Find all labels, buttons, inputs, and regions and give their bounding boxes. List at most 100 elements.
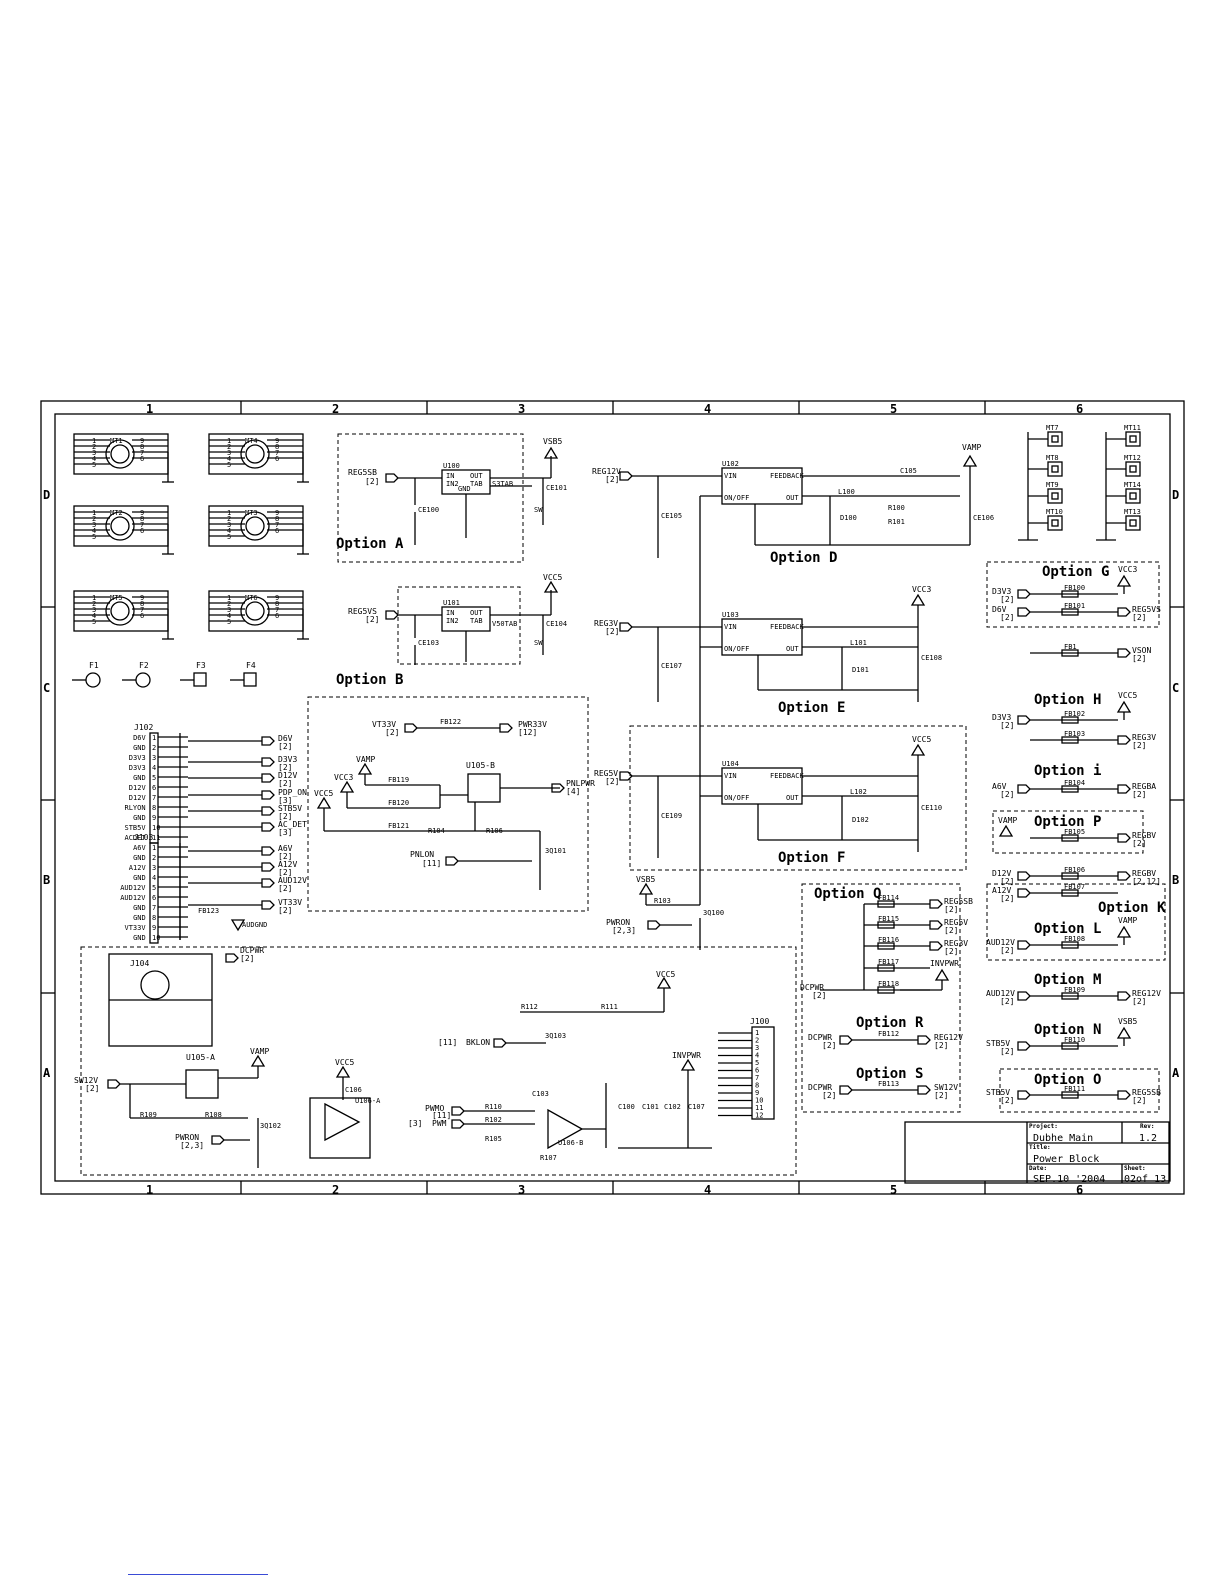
- svg-text:8: 8: [275, 515, 279, 523]
- mount-mt3: MT3: [245, 509, 258, 517]
- zone-row-right-A: A: [1172, 1066, 1180, 1080]
- svg-text:10: 10: [152, 824, 160, 832]
- svg-text:6: 6: [755, 1067, 759, 1075]
- svg-text:9: 9: [275, 437, 279, 445]
- svg-text:CE107: CE107: [661, 662, 682, 670]
- mount-mt11: MT11: [1124, 424, 1141, 432]
- svg-text:S3TAB: S3TAB: [492, 480, 513, 488]
- svg-text:R102: R102: [485, 1116, 502, 1124]
- svg-text:2: 2: [152, 854, 156, 862]
- svg-text:VCC3: VCC3: [334, 773, 353, 782]
- zone-col-top-2: 2: [332, 402, 339, 416]
- zone-col-top-4: 4: [704, 402, 711, 416]
- mount-mt5: MT5: [110, 594, 123, 602]
- svg-text:3: 3: [152, 754, 156, 762]
- svg-text:L102: L102: [850, 788, 867, 796]
- svg-text:[3]: [3]: [278, 796, 292, 805]
- svg-text:7: 7: [275, 521, 279, 529]
- svg-text:BKLON: BKLON: [466, 1038, 490, 1047]
- svg-text:8: 8: [140, 443, 144, 451]
- pnlpwr-block: VT33V [2] FB122 PWR33V [12] VAMP VCC3 VC…: [307, 696, 595, 912]
- svg-text:[12]: [12]: [518, 728, 537, 737]
- svg-text:FB114: FB114: [878, 894, 899, 902]
- svg-text:J103: J103: [134, 833, 153, 842]
- svg-text:VIN: VIN: [724, 772, 737, 780]
- svg-text:J102: J102: [134, 723, 153, 732]
- svg-text:4: 4: [227, 527, 231, 535]
- right-in-12: STB5V: [986, 1088, 1010, 1097]
- zone-row-left-B: B: [43, 873, 50, 887]
- dc-input-block: J104 DCPWR [2] SW12V [2] U105-A VAMP R10…: [74, 946, 797, 1176]
- mount-mt6: MT6: [245, 594, 258, 602]
- svg-text:FB123: FB123: [198, 907, 219, 915]
- svg-text:OUT: OUT: [786, 645, 799, 653]
- svg-text:[2]: [2]: [1132, 654, 1146, 663]
- svg-text:[2,12]: [2,12]: [1132, 877, 1161, 886]
- svg-text:2: 2: [92, 600, 96, 608]
- svg-text:FB108: FB108: [1064, 935, 1085, 943]
- svg-text:FB102: FB102: [1064, 710, 1085, 718]
- svg-text:IN: IN: [446, 609, 454, 617]
- svg-text:[2]: [2]: [278, 742, 292, 751]
- svg-text:2: 2: [92, 515, 96, 523]
- svg-text:[2]: [2]: [822, 1041, 836, 1050]
- svg-text:1: 1: [755, 1029, 759, 1037]
- mount-mt9: MT9: [1046, 481, 1059, 489]
- svg-text:GND: GND: [133, 744, 146, 752]
- svg-text:REG5VS: REG5VS: [348, 607, 377, 616]
- svg-text:1: 1: [152, 844, 156, 852]
- svg-text:PWR33V: PWR33V: [518, 720, 547, 729]
- svg-text:R107: R107: [540, 1154, 557, 1162]
- sheet-label: Sheet:: [1124, 1165, 1146, 1172]
- j102-out-1: D3V3: [278, 755, 297, 764]
- mount-mt10: MT10: [1046, 508, 1063, 516]
- svg-text:AUDGND: AUDGND: [242, 921, 267, 929]
- svg-text:6: 6: [140, 612, 144, 620]
- svg-text:8: 8: [755, 1082, 759, 1090]
- svg-text:[2]: [2]: [944, 926, 958, 935]
- option-q-label: Option Q: [814, 886, 881, 902]
- svg-text:C107: C107: [688, 1103, 705, 1111]
- fuse-f4: F4: [246, 661, 256, 670]
- svg-text:[3]: [3]: [278, 828, 292, 837]
- option-m-label: Option M: [1034, 972, 1101, 988]
- svg-text:3: 3: [755, 1044, 759, 1052]
- option-h-label: Option H: [1034, 692, 1101, 708]
- svg-text:[2]: [2]: [365, 615, 379, 624]
- svg-text:U106-A: U106-A: [355, 1097, 381, 1105]
- mount-mt7: MT7: [1046, 424, 1059, 432]
- svg-text:R103: R103: [654, 897, 671, 905]
- svg-text:CE101: CE101: [546, 484, 567, 492]
- svg-text:IN2: IN2: [446, 617, 459, 625]
- svg-text:[2]: [2]: [605, 627, 619, 636]
- svg-text:OUT: OUT: [786, 794, 799, 802]
- svg-text:C100: C100: [618, 1103, 635, 1111]
- svg-text:4: 4: [92, 527, 96, 535]
- svg-text:FB104: FB104: [1064, 779, 1085, 787]
- mount-mt4: MT4: [245, 437, 258, 445]
- svg-text:R110: R110: [485, 1103, 502, 1111]
- svg-text:DCPWR: DCPWR: [808, 1033, 832, 1042]
- svg-text:J100: J100: [750, 1017, 769, 1026]
- right-out-5: REGBA: [1132, 782, 1156, 791]
- svg-text:9: 9: [140, 509, 144, 517]
- svg-text:FB103: FB103: [1064, 730, 1085, 738]
- zone-row-left-C: C: [43, 681, 50, 695]
- svg-text:4: 4: [755, 1052, 759, 1060]
- svg-text:[2]: [2]: [1000, 595, 1014, 604]
- svg-text:SW12V: SW12V: [74, 1076, 98, 1085]
- mount-mt8: MT8: [1046, 454, 1059, 462]
- svg-text:5: 5: [755, 1059, 759, 1067]
- sheet-value: 02of 13: [1124, 1174, 1166, 1185]
- svg-text:[2]: [2]: [85, 1084, 99, 1093]
- j103-out-0: A6V: [278, 844, 293, 853]
- right-arrow-11: VSB5: [1118, 1017, 1137, 1026]
- svg-text:U106-B: U106-B: [558, 1139, 583, 1147]
- svg-text:VAMP: VAMP: [998, 816, 1017, 825]
- svg-text:REG12V: REG12V: [934, 1033, 963, 1042]
- svg-text:TAB: TAB: [470, 480, 483, 488]
- svg-text:CE100: CE100: [418, 506, 439, 514]
- svg-text:5: 5: [152, 774, 156, 782]
- svg-text:D12V: D12V: [129, 794, 147, 802]
